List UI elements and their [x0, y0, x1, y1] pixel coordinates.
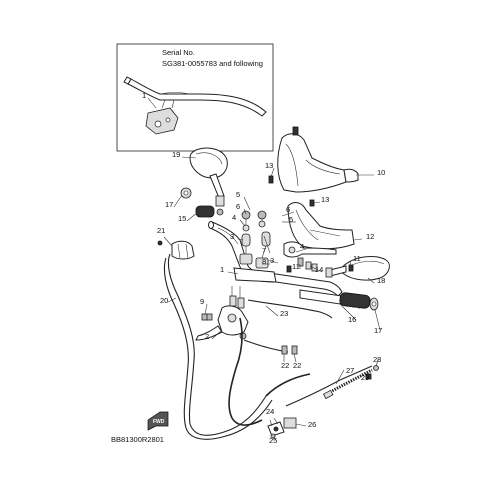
- mirror-right: [325, 256, 390, 281]
- handle-cover-lower: [287, 202, 355, 250]
- callout-22: 22: [293, 361, 301, 370]
- cables: [163, 253, 373, 440]
- serial-range: SG381-0055783 and following: [162, 59, 263, 68]
- callout-18: 18: [377, 276, 385, 285]
- callout-13: 13: [321, 195, 329, 204]
- callout-2: 2: [205, 332, 209, 341]
- callout-5: 5: [236, 190, 240, 199]
- brake-lever-left: [195, 286, 249, 341]
- callout-15: 15: [178, 214, 186, 223]
- callout-6: 6: [286, 205, 290, 214]
- callout-17: 17: [374, 326, 382, 335]
- callout-3: 3: [270, 256, 274, 265]
- callout-12: 12: [366, 232, 374, 241]
- diagram-code: BB81300R2801: [111, 435, 164, 444]
- handle-cover-upper: [277, 126, 359, 193]
- cable-joint: [267, 417, 297, 439]
- throttle-cable-parts: [322, 365, 379, 400]
- callout-29: 29: [361, 373, 369, 382]
- callout-5: 5: [289, 215, 293, 224]
- callout-20: 20: [160, 296, 168, 305]
- callout-22: 22: [281, 361, 289, 370]
- callout-26: 26: [308, 420, 316, 429]
- brake-lever-right: [283, 241, 337, 272]
- callout-4: 4: [300, 242, 304, 251]
- callout-8: 8: [262, 257, 266, 266]
- callout-3: 3: [230, 232, 234, 241]
- small-fasteners: [201, 175, 354, 355]
- callout-27: 27: [346, 366, 354, 375]
- callout-7: 7: [262, 246, 266, 255]
- callout-14: 14: [315, 265, 323, 274]
- handle-switch-left: [157, 240, 195, 260]
- callout-13: 13: [265, 161, 273, 170]
- callout-6: 6: [236, 202, 240, 211]
- callout-9: 9: [200, 297, 204, 306]
- grip-left: [180, 187, 224, 218]
- inset-callout: 1: [142, 91, 146, 100]
- mirror-left: [189, 147, 228, 207]
- callout-10: 10: [377, 168, 385, 177]
- callout-19: 19: [172, 150, 180, 159]
- callout-28: 28: [373, 355, 381, 364]
- serial-label: Serial No.: [162, 48, 195, 57]
- callout-1: 1: [220, 265, 224, 274]
- callout-11: 11: [292, 262, 300, 271]
- serial-inset: Serial No. SG381-0055783 and following 1: [116, 43, 274, 152]
- callout-4: 4: [232, 213, 236, 222]
- callout-23: 23: [280, 309, 288, 318]
- fwd-label: FWD: [153, 419, 165, 425]
- callout-11: 11: [353, 254, 361, 263]
- callout-21: 21: [157, 226, 165, 235]
- callout-25: 25: [269, 436, 277, 445]
- callout-17: 17: [165, 200, 173, 209]
- fwd-arrow-icon: FWD: [147, 411, 169, 431]
- callout-24: 24: [266, 407, 274, 416]
- callout-16: 16: [348, 315, 356, 324]
- leader-lines: [163, 156, 381, 441]
